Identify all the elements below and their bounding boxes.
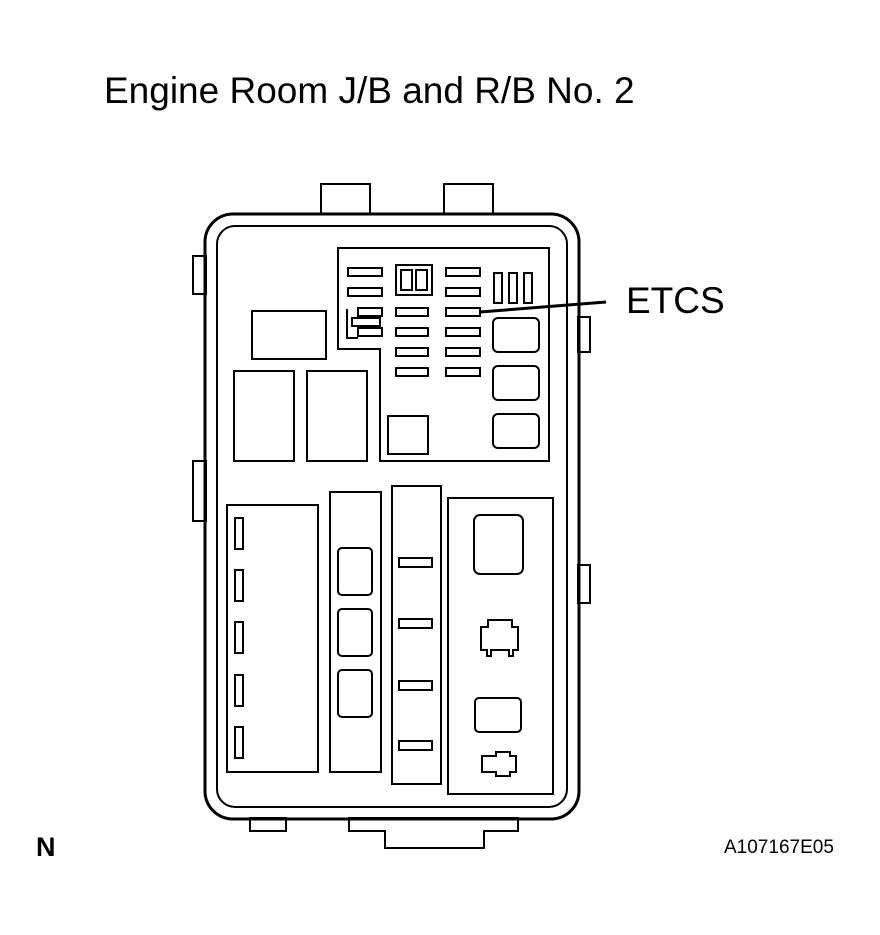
bottom-connector xyxy=(348,817,519,849)
relay-right-3 xyxy=(492,413,540,449)
relay-lower-right-large xyxy=(473,514,524,575)
fuse-group-center xyxy=(395,307,429,377)
relay-left-1 xyxy=(233,370,295,462)
fuse-group-column xyxy=(398,557,433,751)
top-tab-right xyxy=(443,183,494,215)
etcs-callout-label: ETCS xyxy=(626,280,725,321)
fuse-column xyxy=(391,485,442,785)
relay-square xyxy=(387,415,429,455)
fuse-vertical-blades xyxy=(493,272,533,304)
relay-right-2 xyxy=(492,365,540,401)
fuse-group-left xyxy=(347,267,383,297)
direction-label: N xyxy=(36,832,56,862)
lower-right-block xyxy=(447,497,554,795)
relay-column-2 xyxy=(337,608,373,657)
relay-left-2 xyxy=(306,370,368,462)
fuse-panel-upper xyxy=(337,247,550,462)
etcs-fuse xyxy=(445,307,481,317)
fuse-group-lower-left xyxy=(234,517,244,759)
housing-inner xyxy=(216,225,568,808)
fuse-group-right xyxy=(445,267,481,377)
connector-lower-right-2 xyxy=(481,751,517,777)
relay-column xyxy=(329,491,382,773)
figure-code: A107167E05 xyxy=(724,837,834,858)
fuse-bracket-left xyxy=(346,307,383,339)
relay-column-1 xyxy=(337,547,373,596)
relay-right-1 xyxy=(492,317,540,353)
etcs-leader-line xyxy=(479,300,607,314)
diagram-title: Engine Room J/B and R/B No. 2 xyxy=(104,70,635,111)
relay-lower-right-small xyxy=(474,697,522,733)
relay-column-3 xyxy=(337,669,373,718)
connector-lower-right-1 xyxy=(480,619,519,657)
lower-left-block xyxy=(226,504,319,773)
top-tab-left xyxy=(320,183,371,215)
housing-outer xyxy=(203,212,581,821)
relay-small-top xyxy=(251,310,327,360)
fuse-large-double xyxy=(395,264,433,296)
